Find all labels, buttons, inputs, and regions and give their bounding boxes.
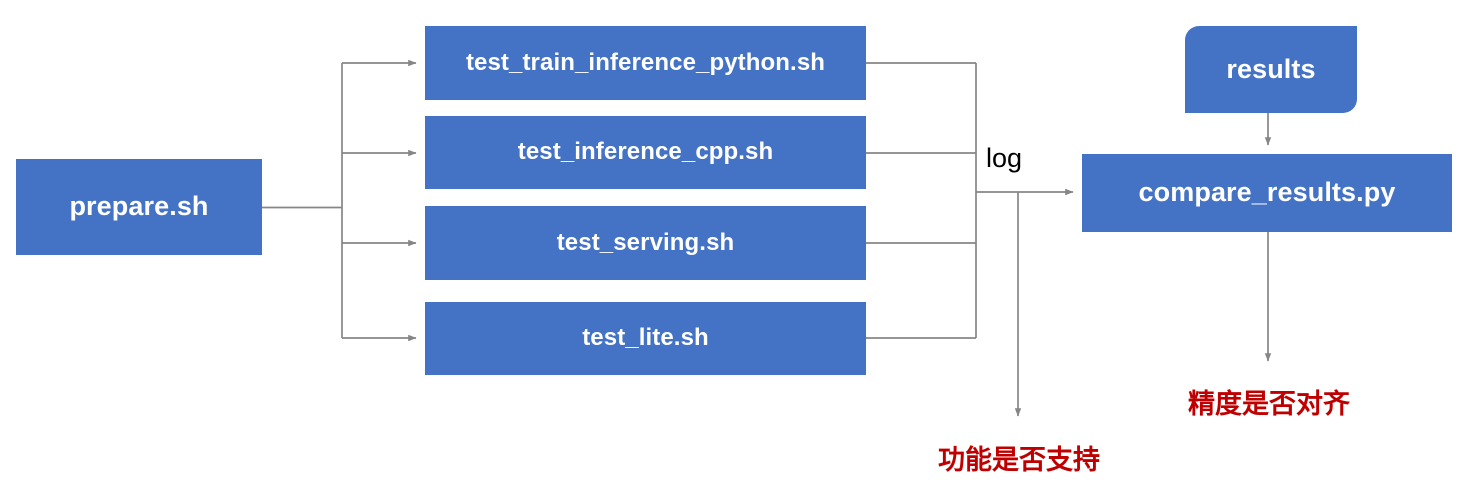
node-results-label: results [1226,53,1316,84]
annotation-function-supported: 功能是否支持 [938,445,1100,475]
node-results[interactable]: results [1185,26,1357,113]
node-test-inference-cpp-sh[interactable]: test_inference_cpp.sh [425,116,866,189]
node-test-train-inference-python-sh[interactable]: test_train_inference_python.sh [425,26,866,100]
node-test-serving-sh[interactable]: test_serving.sh [425,206,866,280]
node-test-inference-cpp-sh-label: test_inference_cpp.sh [517,138,774,166]
node-prepare-sh-label: prepare.sh [69,191,209,222]
node-compare-results-py-label: compare_results.py [1138,177,1396,208]
node-test-serving-sh-label: test_serving.sh [556,228,735,256]
node-compare-results-py[interactable]: compare_results.py [1082,154,1452,232]
node-prepare-sh[interactable]: prepare.sh [16,159,262,255]
node-test-lite-sh-label: test_lite.sh [582,324,709,352]
edge-label-log: log [986,143,1023,173]
annotation-precision-aligned: 精度是否对齐 [1188,389,1350,419]
node-test-train-inference-python-sh-label: test_train_inference_python.sh [465,48,826,76]
node-test-lite-sh[interactable]: test_lite.sh [425,302,866,375]
